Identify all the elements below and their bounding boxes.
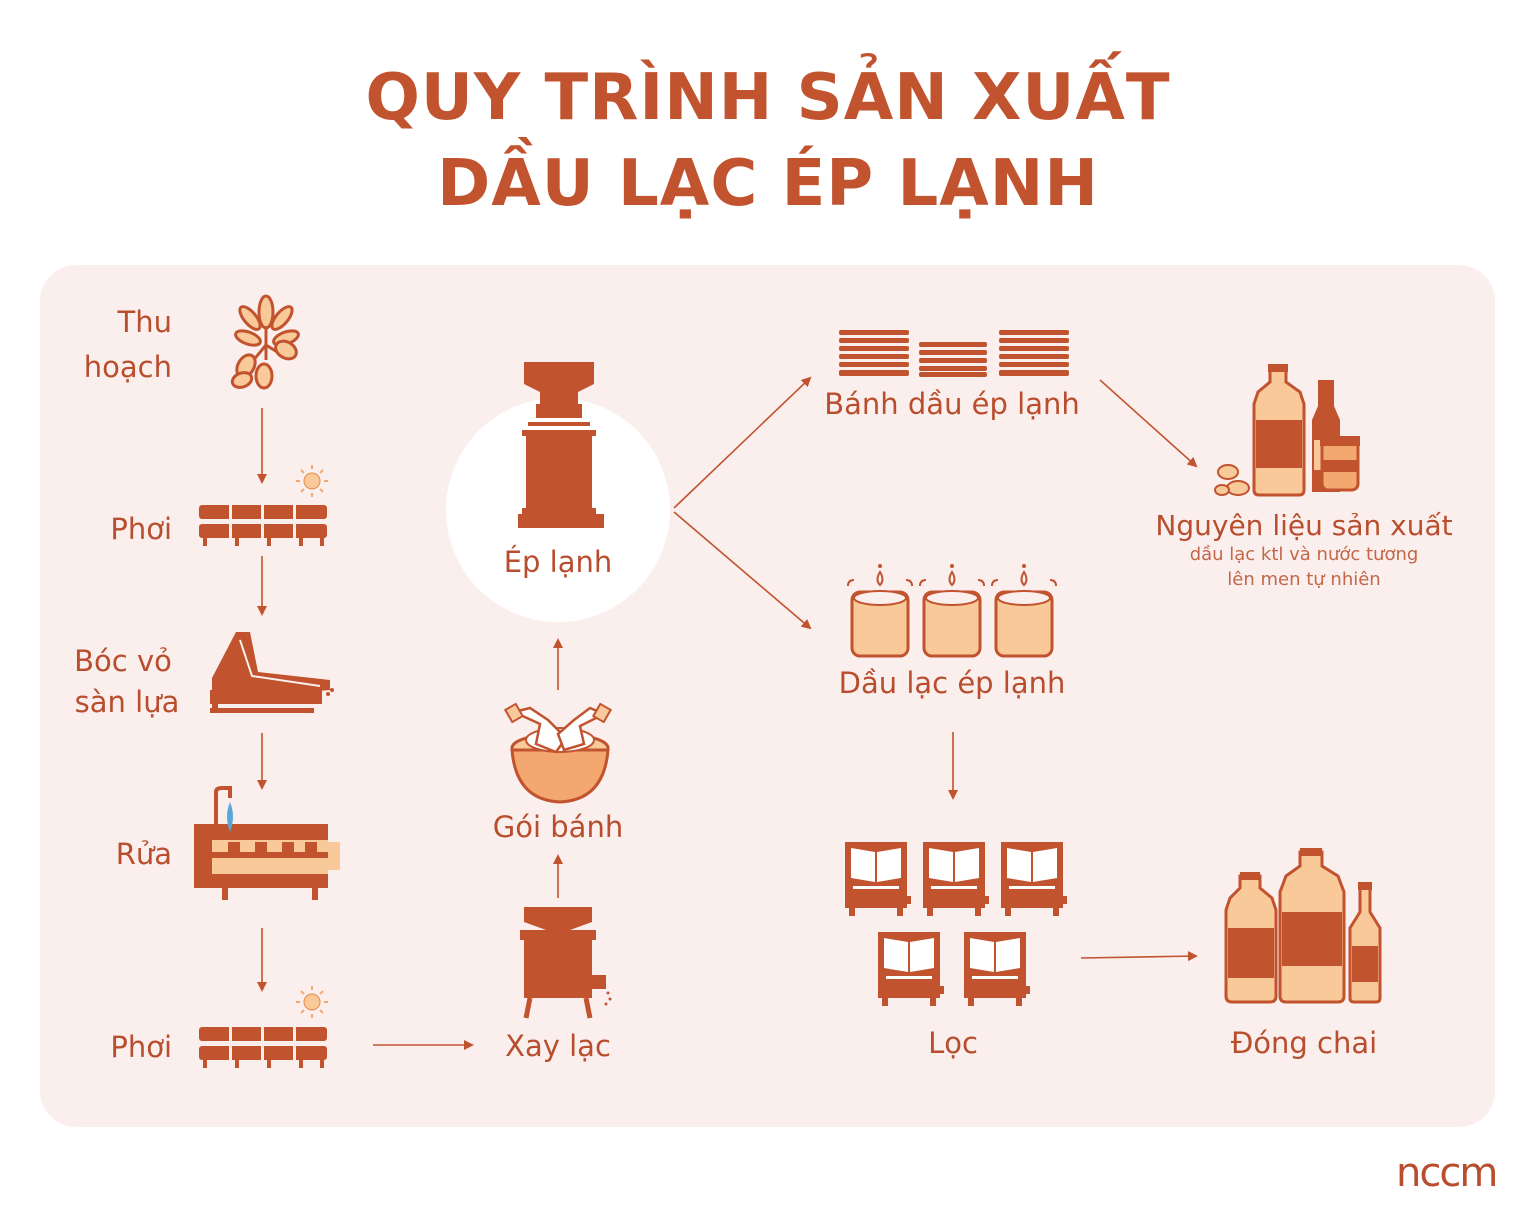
oil-bottles-icon — [1224, 848, 1382, 1004]
step-cold-press: Ép lạnh — [503, 545, 613, 579]
step-material: Nguyên liệu sản xuất — [1155, 509, 1453, 542]
cold-press-icon — [518, 362, 604, 528]
step-wrap: Gói bánh — [492, 810, 624, 844]
sun-icon — [296, 465, 328, 497]
step-dry-2: Phơi — [110, 1030, 172, 1064]
step-dry-1: Phơi — [110, 512, 172, 546]
sheller-machine-icon — [210, 632, 334, 713]
material-desc-line1: dầu lạc ktl và nước tương — [1189, 544, 1419, 565]
step-harvest-line1: Thu — [117, 305, 172, 339]
grinder-icon — [520, 907, 612, 1019]
oil-container-icon — [847, 564, 1057, 658]
oil-cake-icon — [839, 330, 1069, 377]
title-line-2: DẦU LẠC ÉP LẠNH — [437, 147, 1099, 221]
title-line-1: QUY TRÌNH SẢN XUẤT — [365, 61, 1171, 135]
material-bottles-icon — [1214, 364, 1360, 497]
step-wash: Rửa — [115, 837, 172, 871]
sun-icon — [296, 986, 328, 1018]
material-desc-line2: lên men tự nhiên — [1227, 569, 1381, 590]
peanut-plant-icon — [230, 294, 300, 390]
step-bottle: Đóng chai — [1230, 1026, 1378, 1060]
step-grind: Xay lạc — [505, 1029, 611, 1063]
step-oil-cake: Bánh dầu ép lạnh — [824, 387, 1080, 421]
step-filter: Lọc — [928, 1026, 978, 1060]
drying-rack-icon — [199, 505, 327, 546]
flow-arrows — [257, 376, 1198, 1050]
step-shell-line1: Bóc vỏ — [74, 644, 172, 678]
drying-rack-icon — [199, 1027, 327, 1068]
washing-machine-icon — [194, 786, 340, 900]
brand-logo: nccm — [1396, 1150, 1498, 1196]
wrapping-bowl-icon — [503, 702, 613, 804]
step-shell-line2: sàn lựa — [74, 685, 180, 719]
filter-machine-icon — [845, 842, 1067, 1006]
step-harvest-line2: hoạch — [83, 350, 172, 384]
step-oil: Dầu lạc ép lạnh — [838, 666, 1066, 700]
